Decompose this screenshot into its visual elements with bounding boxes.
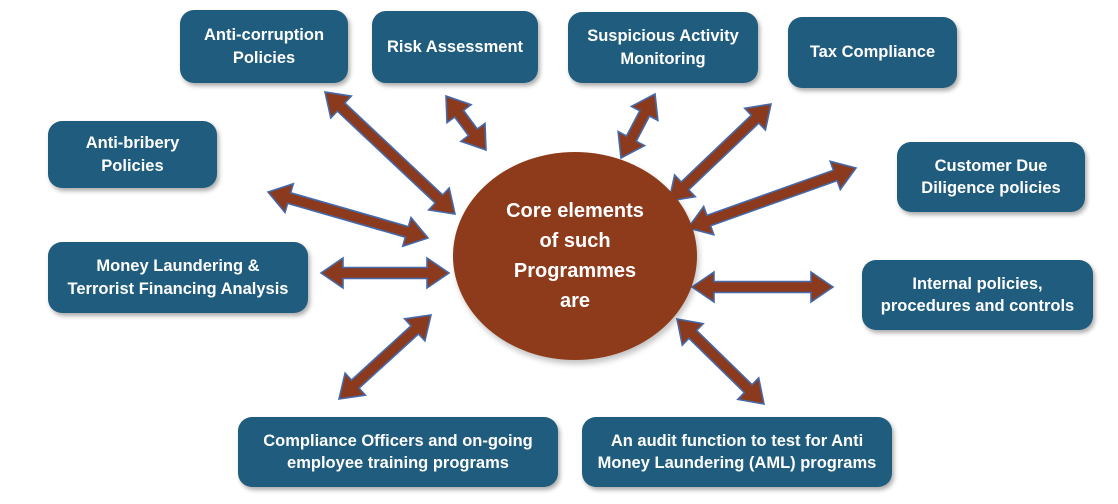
node-internal-policies-procedures-and-controls: Internal policies, procedures and contro… xyxy=(862,260,1093,330)
double-arrow-to-suspicious-activity-monitoring xyxy=(617,92,659,160)
node-risk-assessment: Risk Assessment xyxy=(372,11,538,83)
node-suspicious-activity-monitoring: Suspicious Activity Monitoring xyxy=(568,12,758,83)
node-tax-compliance: Tax Compliance xyxy=(788,17,957,88)
double-arrow-to-audit-function-aml xyxy=(675,318,766,405)
double-arrow-to-anti-corruption-policies xyxy=(323,91,457,215)
node-anti-corruption-policies: Anti-corruption Policies xyxy=(180,10,348,83)
double-arrow-to-risk-assessment xyxy=(445,94,487,152)
double-arrow-to-customer-due-diligence-policies xyxy=(686,160,858,236)
center-ellipse: Core elements of such Programmes are xyxy=(453,152,697,360)
node-anti-bribery-policies: Anti-bribery Policies xyxy=(48,121,217,188)
double-arrow-to-compliance-officers-training xyxy=(337,314,433,400)
double-arrow-to-money-laundering-terrorist-financing-analysis xyxy=(319,256,451,290)
node-compliance-officers-training: Compliance Officers and on-going employe… xyxy=(238,417,558,487)
node-customer-due-diligence-policies: Customer Due Diligence policies xyxy=(897,142,1085,212)
double-arrow-to-internal-policies-procedures-and-controls xyxy=(690,270,835,304)
double-arrow-to-anti-bribery-policies xyxy=(266,182,430,248)
double-arrow-to-tax-compliance xyxy=(667,103,773,202)
node-money-laundering-terrorist-financing-analysis: Money Laundering & Terrorist Financing A… xyxy=(48,242,308,313)
node-audit-function-aml: An audit function to test for Anti Money… xyxy=(582,417,892,487)
